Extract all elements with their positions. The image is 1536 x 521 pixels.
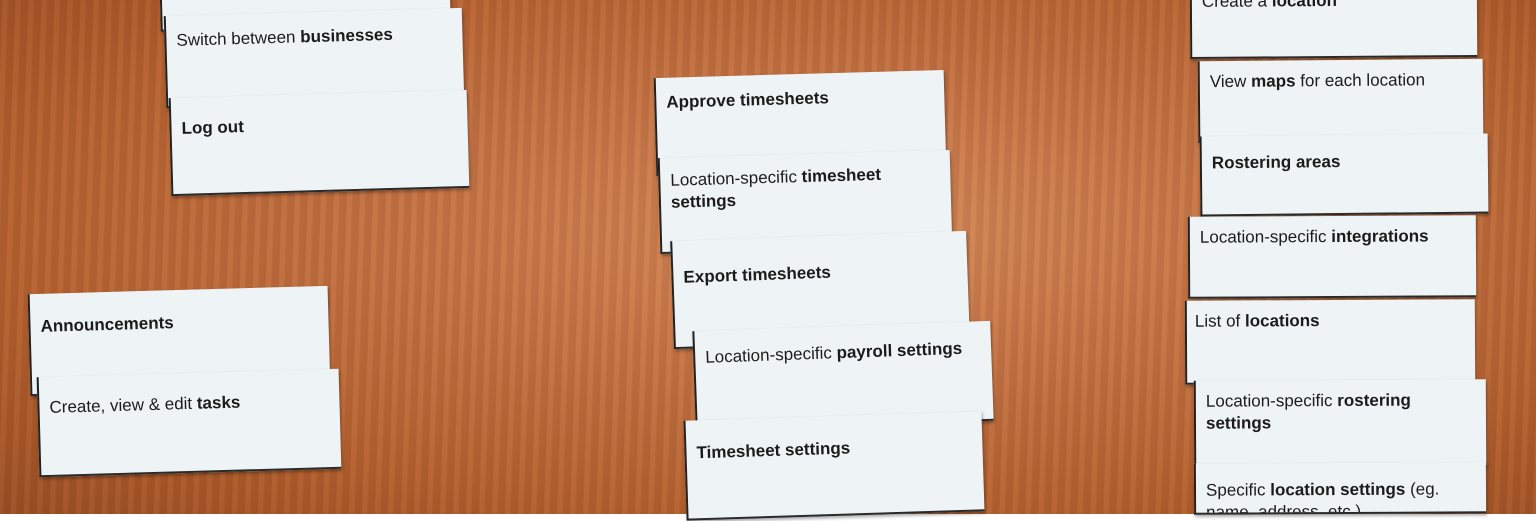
card-rostering-areas: Rostering areas [1200, 133, 1489, 216]
card-text-pre: Location-specific [1200, 227, 1331, 247]
card-text-pre: Create, view & edit [49, 394, 197, 417]
card-create-location: Create a location [1190, 0, 1478, 59]
card-view-maps: View maps for each location [1198, 59, 1484, 143]
card-text-bold: Export timesheets [683, 263, 831, 287]
card-location-integrations: Location-specific integrations [1188, 215, 1476, 299]
card-text-bold: Rostering areas [1212, 152, 1341, 172]
card-text-bold: location settings [1270, 480, 1405, 500]
card-text-pre: Location-specific [705, 343, 837, 367]
card-text-bold: Approve timesheets [666, 88, 829, 112]
card-text-bold: Timesheet settings [696, 438, 850, 462]
card-log-out: Log out [169, 90, 470, 196]
card-list-of-locations: List of locations [1185, 299, 1475, 385]
card-text-pre: View [1210, 72, 1251, 91]
card-timesheet-settings: Timesheet settings [684, 411, 985, 520]
card-text-bold: Announcements [40, 313, 174, 336]
card-text-bold: location [1272, 0, 1337, 10]
card-text-post: for each location [1295, 70, 1425, 90]
card-text-pre: Location-specific [1206, 391, 1337, 411]
card-text-pre: Switch between [176, 27, 300, 49]
card-location-rostering-settings: Location-specific rostering settings [1194, 379, 1486, 469]
card-text-bold: Log out [181, 117, 244, 138]
card-text-pre: Create a [1202, 0, 1272, 11]
card-specific-location-settings: Specific location settings (eg. name, ad… [1194, 462, 1486, 515]
card-text-pre: List of [1195, 311, 1245, 330]
card-text-pre: Location-specific [670, 167, 802, 190]
card-text-bold: integrations [1331, 226, 1428, 246]
card-text-bold: maps [1251, 71, 1296, 90]
card-text-bold: tasks [197, 393, 241, 413]
card-text-bold: payroll settings [836, 339, 962, 362]
card-text-bold: locations [1245, 311, 1320, 330]
card-tasks: Create, view & edit tasks [37, 369, 342, 477]
card-text-bold: businesses [300, 25, 393, 47]
card-text-pre: Specific [1206, 480, 1270, 499]
